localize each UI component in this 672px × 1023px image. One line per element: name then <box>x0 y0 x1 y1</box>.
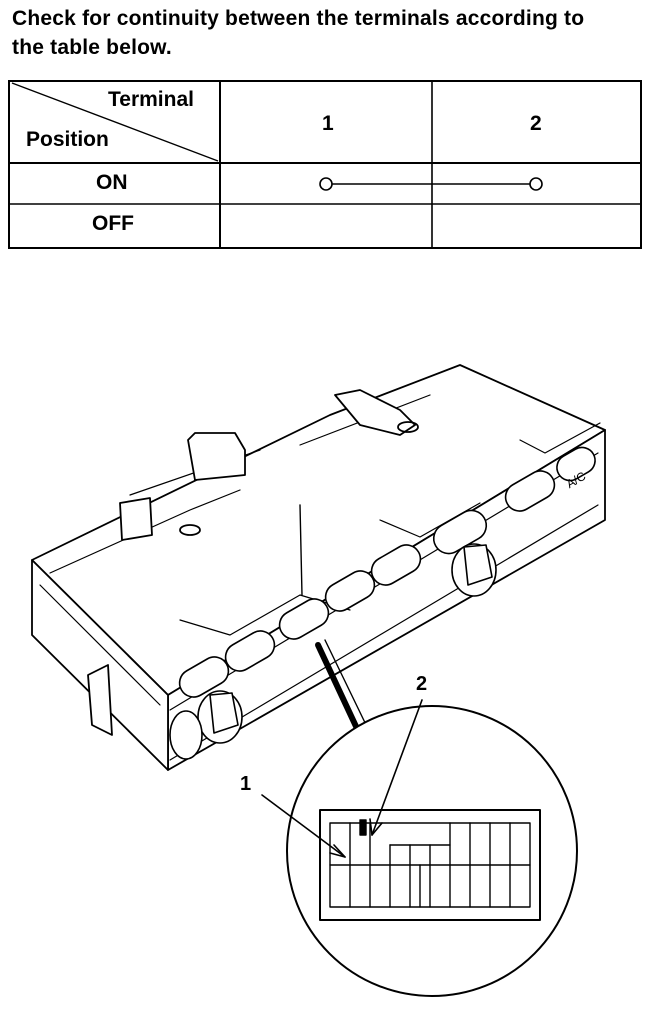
leader-line-2 <box>371 699 423 836</box>
instruction-line-2: the table below. <box>12 36 172 59</box>
table-grid <box>8 80 642 249</box>
column-2-header: 2 <box>530 112 542 135</box>
callout-2: 2 <box>416 673 428 695</box>
row-off-label: OFF <box>92 212 134 235</box>
instruction-text: Check for continuity between the termina… <box>12 4 662 62</box>
header-position: Position <box>26 128 109 151</box>
instruction-line-1: Check for continuity between the termina… <box>12 7 585 30</box>
mount-tab-right <box>334 389 416 436</box>
terminal-2-dot <box>529 177 543 191</box>
row-on-label: ON <box>96 171 128 194</box>
corner-diagonal <box>11 82 219 162</box>
header-terminal: Terminal <box>108 88 194 111</box>
connector-outline <box>319 809 541 921</box>
unit-left-face <box>31 559 169 771</box>
leader-line-1 <box>261 794 346 858</box>
connector-detail-circle <box>286 705 578 997</box>
terminal-1-dot <box>319 177 333 191</box>
column-1-header: 1 <box>322 112 334 135</box>
climate-control-illustration: 1 2 A/C <box>0 255 672 1018</box>
continuity-symbol <box>319 177 543 191</box>
mount-tab-left <box>187 432 246 481</box>
callout-1: 1 <box>240 773 252 795</box>
switch-unit-drawing <box>31 364 606 997</box>
connector-pins <box>329 819 531 908</box>
rotary-knobs <box>169 543 497 760</box>
continuity-table: Terminal Position 1 2 ON OFF <box>8 80 642 250</box>
